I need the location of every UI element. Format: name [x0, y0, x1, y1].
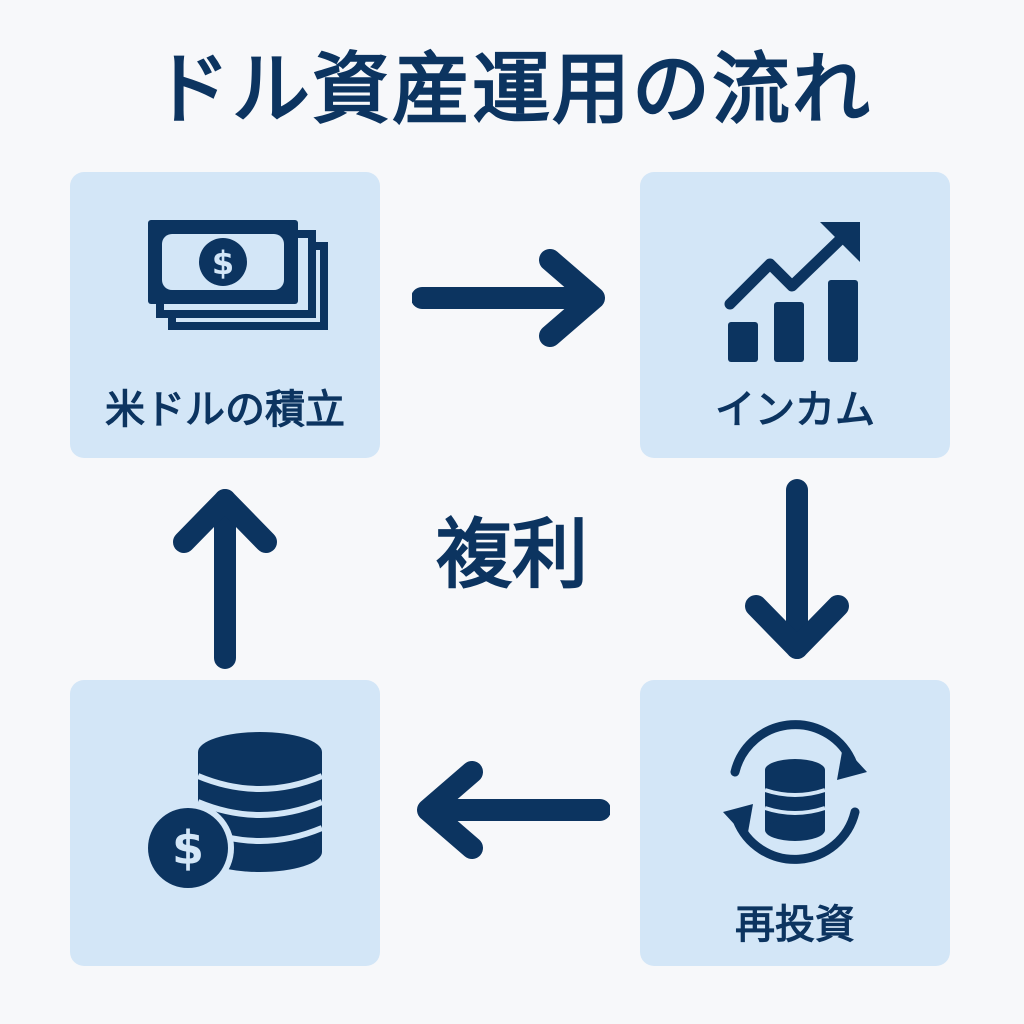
- dollar-bills-icon: $: [148, 220, 328, 330]
- growth-chart-icon: [724, 222, 860, 362]
- compound-interest-label: 複利: [436, 510, 588, 599]
- node-reinvestment: 再投資: [640, 680, 950, 966]
- svg-text:$: $: [212, 244, 234, 282]
- node-dollar-accumulation: $ 米ドルの積立: [70, 172, 380, 458]
- page-title: ドル資産運用の流れ: [151, 45, 872, 135]
- reinvest-cycle-icon: [723, 720, 867, 864]
- node-label: 再投資: [735, 902, 855, 948]
- node-coin-stack: $: [70, 680, 380, 966]
- node-label: インカム: [715, 387, 875, 433]
- arrow-down-icon: [745, 479, 849, 659]
- node-income: インカム: [640, 172, 950, 458]
- arrow-right-icon: [412, 249, 605, 347]
- arrow-left-icon: [417, 761, 610, 859]
- svg-text:$: $: [172, 821, 204, 875]
- coin-stack-dollar-icon: $: [142, 732, 324, 894]
- node-label: 米ドルの積立: [105, 387, 345, 433]
- arrow-up-icon: [173, 489, 277, 669]
